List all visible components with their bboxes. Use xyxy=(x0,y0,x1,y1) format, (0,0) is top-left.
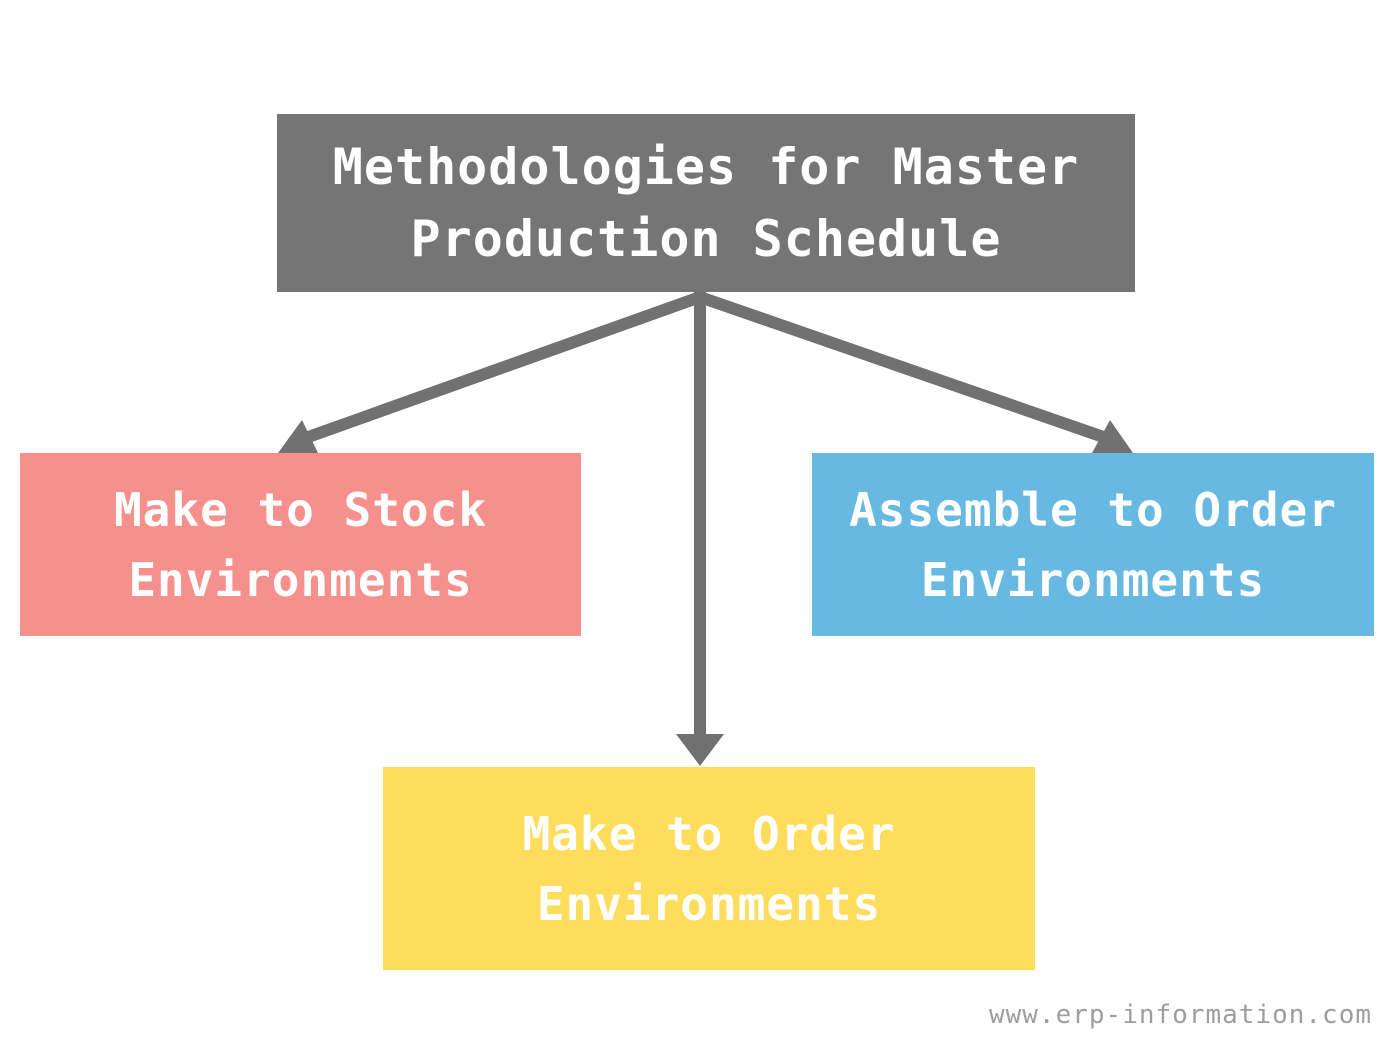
node-make-to-order: Make to Order Environments xyxy=(383,767,1035,970)
root-node-methodologies: Methodologies for Master Production Sche… xyxy=(277,114,1135,292)
node-label-make-to-stock: Make to Stock Environments xyxy=(113,482,488,607)
node-assemble-to-order: Assemble to Order Environments xyxy=(812,453,1374,636)
arrowhead-make-to-stock xyxy=(278,420,318,453)
arrowhead-make-to-order xyxy=(676,734,724,766)
arrow-line-to-assemble-to-order xyxy=(692,289,1120,448)
root-node-label: Methodologies for Master Production Sche… xyxy=(332,138,1080,268)
node-label-make-to-order: Make to Order Environments xyxy=(522,806,896,931)
arrowhead-assemble-to-order xyxy=(1092,420,1133,453)
node-make-to-stock: Make to Stock Environments xyxy=(20,453,581,636)
node-label-assemble-to-order: Assemble to Order Environments xyxy=(849,482,1337,607)
website-watermark: www.erp-information.com xyxy=(988,1000,1372,1030)
arrow-line-to-make-to-stock xyxy=(292,289,708,448)
